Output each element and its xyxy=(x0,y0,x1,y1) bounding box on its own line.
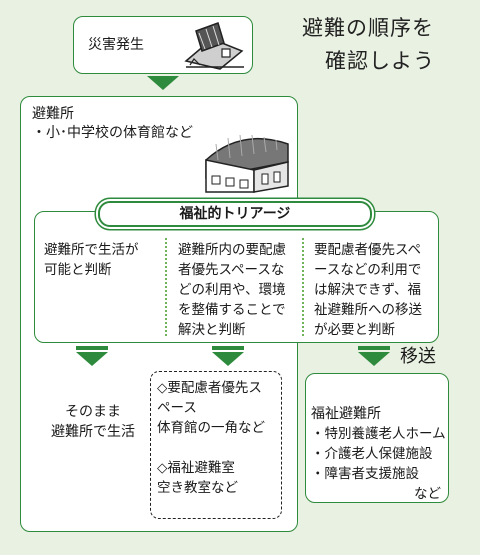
column-1-text: 避難所で生活が 可能と判断 xyxy=(44,242,139,278)
transfer-label: 移送 xyxy=(400,346,436,367)
priority-space-box xyxy=(150,371,282,519)
column-2-text: 避難所内の要配慮 者優先スペースな どの利用や、環境 を整備することで 解決と判… xyxy=(178,242,286,338)
arrow-down-2 xyxy=(76,352,108,366)
column-3-text: 要配慮者優先スペ ースなどの利用で は解決できず、福 祉避難所への移送 が必要と… xyxy=(314,242,422,338)
heading-line-2: 確認しよう xyxy=(325,49,435,73)
result-stay-text: そのまま 避難所で生活 xyxy=(51,404,135,440)
arrow-bar-1 xyxy=(76,346,108,350)
triage-label: 福祉的トリアージ xyxy=(179,206,291,222)
priority-space-text: ◇要配慮者優先ス ペース 体育館の一角など ◇福祉避難室 空き教室など xyxy=(157,380,265,496)
arrow-bar-3 xyxy=(358,346,390,350)
shelter-subtitle: ・小･中学校の体育館など xyxy=(32,125,193,141)
disaster-label: 災害発生 xyxy=(88,37,144,53)
collapsed-house-icon xyxy=(184,22,244,70)
shelter-title: 避難所 xyxy=(32,106,74,122)
heading-line-1: 避難の順序を xyxy=(302,16,434,40)
disaster-box: 災害発生 xyxy=(73,16,253,74)
welfare-shelter-box xyxy=(305,373,449,503)
separator-1 xyxy=(165,238,167,336)
arrow-bar-2 xyxy=(212,346,244,350)
arrow-down-1 xyxy=(147,76,179,90)
welfare-shelter-text: 福祉避難所 ・特別養護老人ホーム ・介護老人保健施設 ・障害者支援施設 など xyxy=(311,404,449,504)
separator-2 xyxy=(302,238,304,336)
arrow-down-3 xyxy=(212,352,244,366)
triage-box xyxy=(34,211,439,343)
triage-label-pill: 福祉的トリアージ xyxy=(98,201,372,227)
gymnasium-icon xyxy=(205,134,289,193)
arrow-down-4 xyxy=(358,352,390,366)
welfare-shelter-title: 福祉避難所 xyxy=(311,406,381,422)
